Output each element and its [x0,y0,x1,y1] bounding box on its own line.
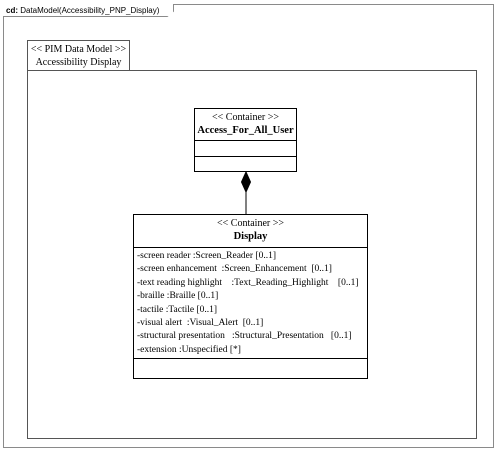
class-stereotype: << Container >> [217,218,284,229]
diagram-title: DataModel(Accessibility_PNP_Display) [20,6,160,15]
operations-compartment [134,359,367,373]
attribute-visual-alert: -visual alert :Visual_Alert [0..1] [137,318,264,329]
diagram-frame [3,4,494,448]
package-name: Accessibility Display [35,57,122,68]
attribute-extension: -extension :Unspecified [*] [137,344,241,355]
attribute-text-reading-highlight: -text reading highlight :Text_Reading_Hi… [137,277,359,288]
class-header: << Container >> Display [134,215,367,248]
attributes-compartment [195,141,296,157]
class-access-for-all-user[interactable]: << Container >> Access_For_All_User [194,108,297,172]
class-name: Display [233,231,268,242]
attribute-screen-reader: -screen reader :Screen_Reader [0..1] [137,251,276,261]
attribute-screen-enhancement: -screen enhancement :Screen_Enhancement … [137,264,332,275]
class-header: << Container >> Access_For_All_User [195,109,296,141]
operations-compartment [195,157,296,171]
class-stereotype: << Container >> [212,112,279,123]
package-stereotype: << PIM Data Model >> [30,44,127,55]
diagram-frame-tab: cd: DataModel(Accessibility_PNP_Display) [3,4,174,17]
attribute-structural-presentation: -structural presentation :Structural_Pre… [137,331,352,342]
diagram-kind: cd: [6,6,18,15]
attribute-braille: -braille :Braille [0..1] [137,291,219,302]
class-display[interactable]: << Container >> Display -screen reader :… [133,214,368,379]
attributes-compartment: -screen reader :Screen_Reader [0..1] -sc… [134,248,367,360]
class-name: Access_For_All_User [197,125,294,136]
package-tab[interactable]: << PIM Data Model >> Accessibility Displ… [27,40,130,71]
attribute-tactile: -tactile :Tactile [0..1] [137,304,218,315]
